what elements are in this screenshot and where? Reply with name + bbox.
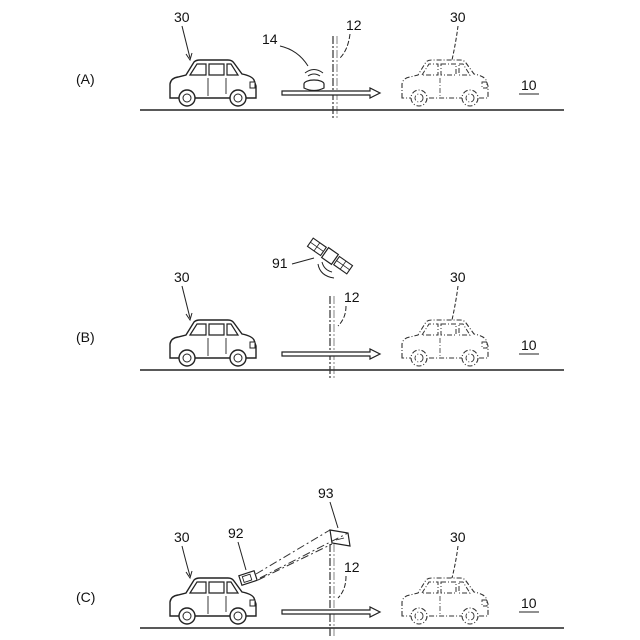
panel-label-a: (A) <box>76 71 95 87</box>
panel-a: (A) 30 30 12 14 10 <box>76 9 564 120</box>
satellite-icon <box>307 237 353 274</box>
boundary-ref: 12 <box>344 289 360 305</box>
camera-icon <box>239 571 257 585</box>
marker-ref: 93 <box>318 485 334 501</box>
satellite-ref: 91 <box>272 255 288 271</box>
ghost-vehicle-ref: 30 <box>450 529 466 545</box>
road-ref: 10 <box>521 595 537 611</box>
leader-line <box>182 26 190 58</box>
travel-direction-arrow <box>282 607 380 617</box>
vehicle-future-position <box>402 60 488 106</box>
marker-board-icon <box>330 530 350 546</box>
ghost-vehicle-ref: 30 <box>450 9 466 25</box>
road-ref: 10 <box>521 337 537 353</box>
vehicle-future-position <box>402 320 488 366</box>
travel-direction-arrow <box>282 88 380 98</box>
ghost-vehicle-ref: 30 <box>450 269 466 285</box>
road-ref: 10 <box>521 77 537 93</box>
vehicle-ref: 30 <box>174 529 190 545</box>
vehicle-ref: 30 <box>174 269 190 285</box>
sensor-ref: 14 <box>262 31 278 47</box>
road-sensor-icon <box>304 70 324 91</box>
panel-c: (C) 30 30 12 93 92 <box>76 485 564 636</box>
panel-label-b: (B) <box>76 329 95 345</box>
boundary-ref: 12 <box>346 17 362 33</box>
boundary-ref: 12 <box>344 559 360 575</box>
camera-ref: 92 <box>228 525 244 541</box>
travel-direction-arrow <box>282 349 380 359</box>
vehicle-future-position <box>402 578 488 624</box>
panel-label-c: (C) <box>76 589 95 605</box>
vehicle <box>170 320 256 366</box>
panel-b: (B) 30 30 12 91 10 <box>76 237 564 378</box>
vehicle-ref: 30 <box>174 9 190 25</box>
vehicle <box>170 60 256 106</box>
